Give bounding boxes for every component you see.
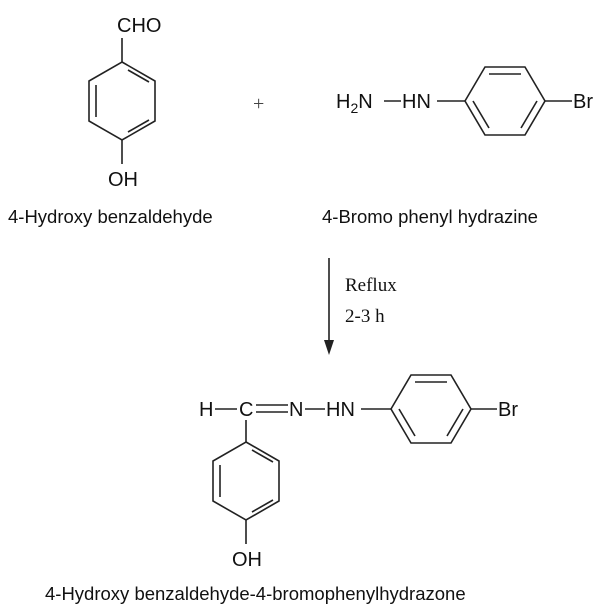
reactant-4-hydroxybenzaldehyde: CHO OH <box>88 15 161 191</box>
product-nh-label: HN <box>326 399 355 421</box>
ring-3-inner-bond-b <box>446 408 464 437</box>
product-h-label: H <box>199 399 213 421</box>
reactant-4-bromophenylhydrazine: H2N HN Br <box>336 66 593 136</box>
reactant-1-name: 4-Hydroxy benzaldehyde <box>8 206 213 227</box>
ring-2-inner-bond-b <box>520 100 538 129</box>
ring-2-inner-bond-c <box>472 100 490 129</box>
bromine-label-2: Br <box>498 399 518 421</box>
hydroxyl-group-label-2: OH <box>232 549 262 571</box>
ring-4-inner-bond-b <box>251 449 274 463</box>
product-c-label: C <box>239 399 253 421</box>
product-n-label: N <box>289 399 303 421</box>
amine-label: H2N <box>336 91 373 116</box>
arrow-head <box>324 340 334 355</box>
benzene-ring-3 <box>390 374 472 444</box>
benzene-ring-1 <box>88 61 156 141</box>
product-hydrazone: H C N HN Br OH <box>199 374 518 571</box>
ring-3-inner-bond-c <box>398 408 416 437</box>
bromine-label-1: Br <box>573 91 593 113</box>
condition-reflux: Reflux <box>345 275 397 296</box>
benzene-ring-4 <box>212 441 280 521</box>
aldehyde-group-label: CHO <box>117 15 161 37</box>
reaction-arrow <box>324 258 334 355</box>
plus-sign: + <box>253 93 264 115</box>
condition-time: 2-3 h <box>345 306 385 327</box>
hydroxyl-group-label-1: OH <box>108 169 138 191</box>
reactant-2-name: 4-Bromo phenyl hydrazine <box>322 206 538 227</box>
ring-4-inner-bond-c <box>251 499 274 513</box>
ring-1-inner-bond-b <box>127 69 150 83</box>
ring-1-inner-bond-c <box>127 119 150 133</box>
benzene-ring-2 <box>464 66 546 136</box>
product-name: 4-Hydroxy benzaldehyde-4-bromophenylhydr… <box>45 583 466 604</box>
hydrazine-nh-label: HN <box>402 91 431 113</box>
